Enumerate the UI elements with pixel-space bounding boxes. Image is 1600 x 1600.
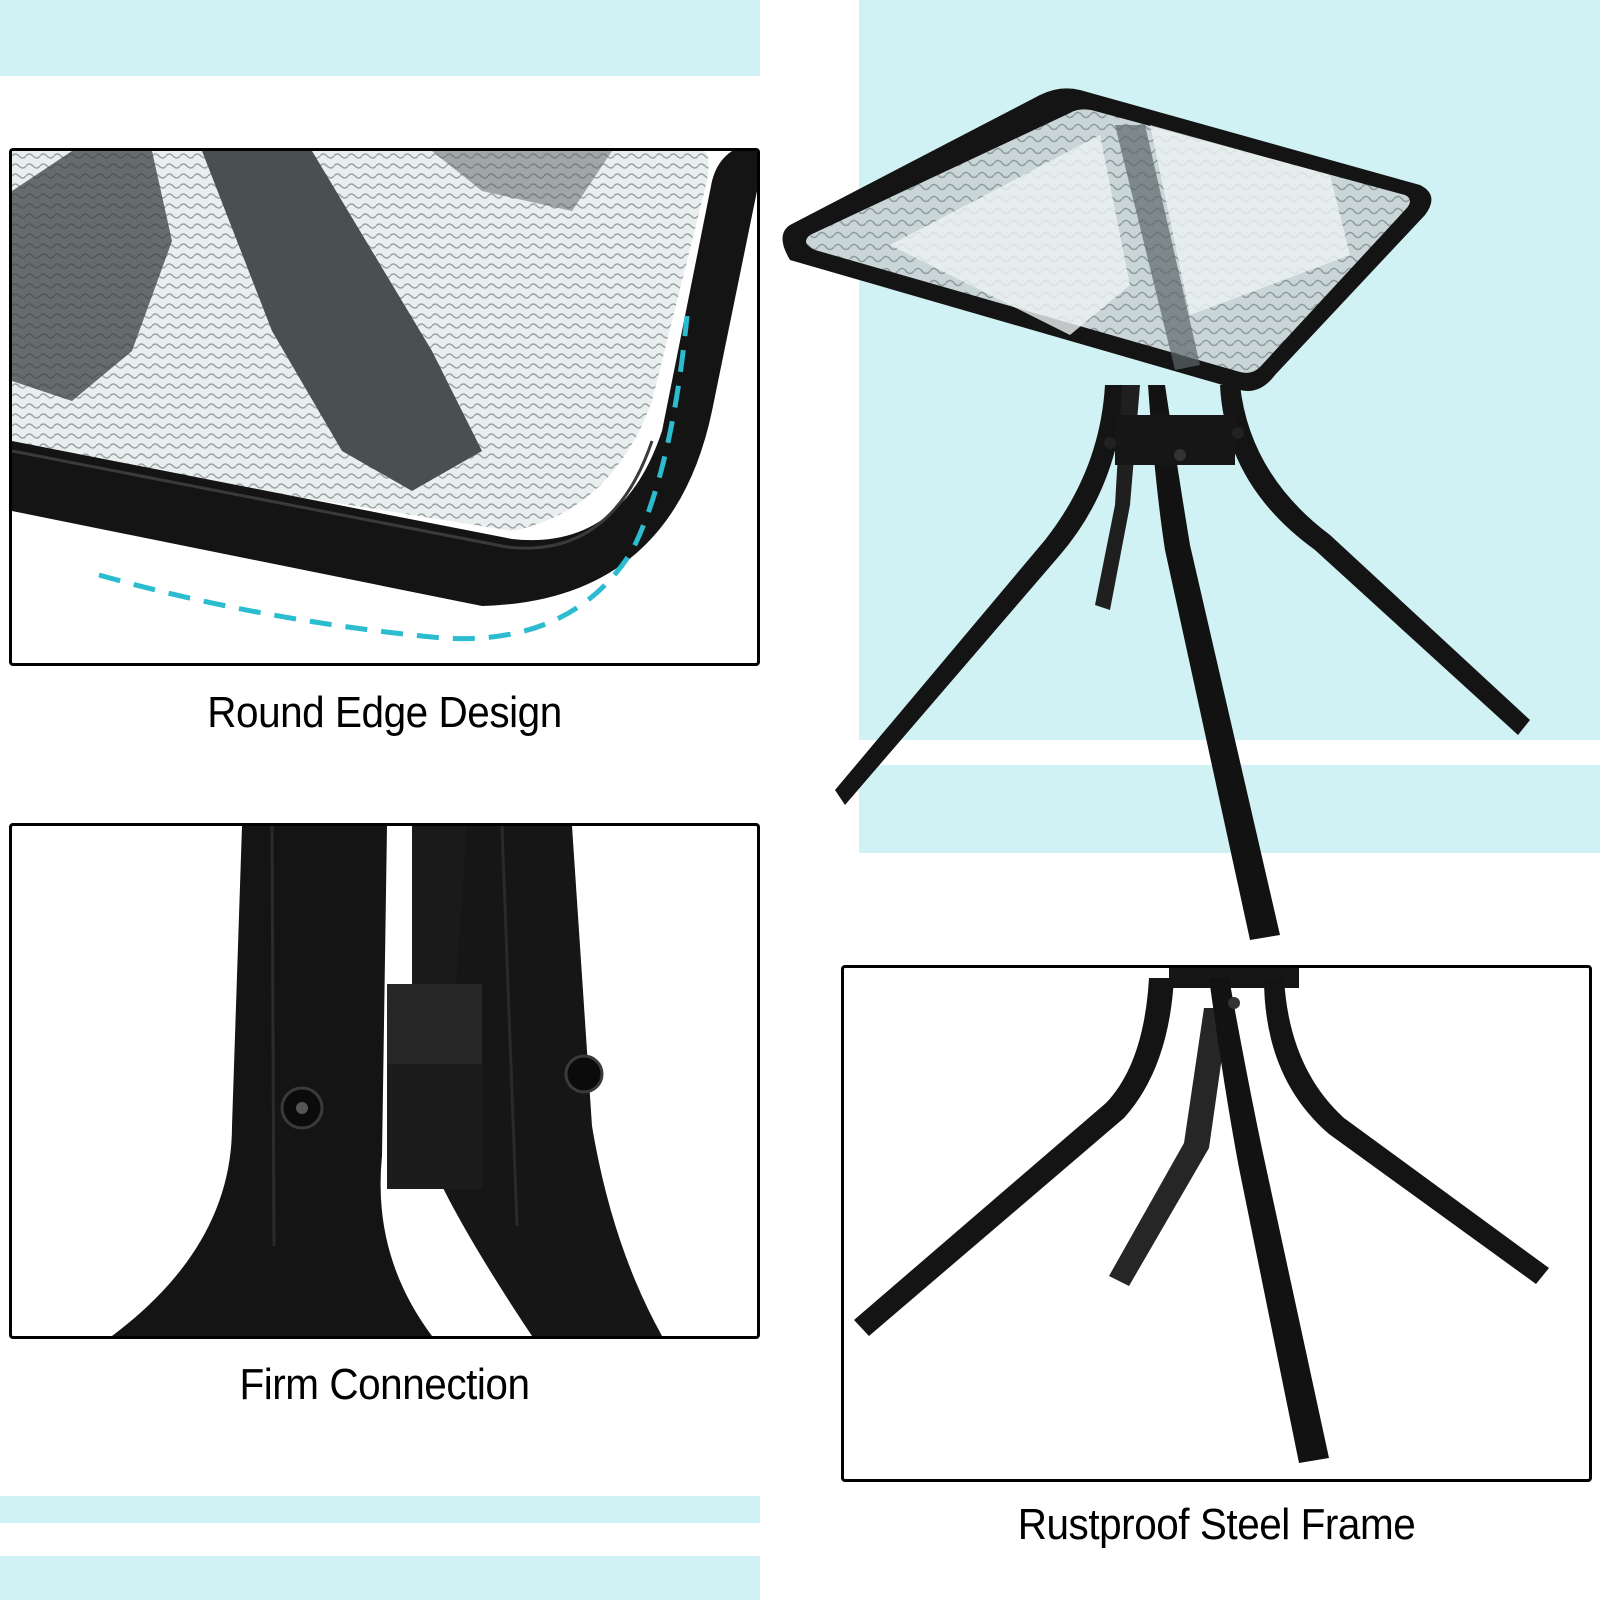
firm-connection-caption: Firm Connection: [239, 1360, 530, 1409]
round-edge-panel: [9, 148, 760, 666]
top-left-band: [0, 0, 760, 76]
rustproof-frame-caption: Rustproof Steel Frame: [1017, 1500, 1416, 1549]
hero-table-illustration: [770, 85, 1600, 955]
bottom-left-band-2: [0, 1556, 760, 1600]
rustproof-frame-panel: [841, 965, 1592, 1482]
round-edge-caption: Round Edge Design: [207, 688, 562, 737]
rustproof-frame-illustration: [854, 968, 1549, 1463]
bottom-left-band-1: [0, 1496, 760, 1523]
round-edge-dash-curve: [98, 315, 690, 642]
firm-connection-panel: [9, 823, 760, 1339]
round-edge-illustration: [12, 151, 757, 642]
screw-icon: [564, 1054, 604, 1094]
firm-connection-illustration: [112, 826, 662, 1336]
